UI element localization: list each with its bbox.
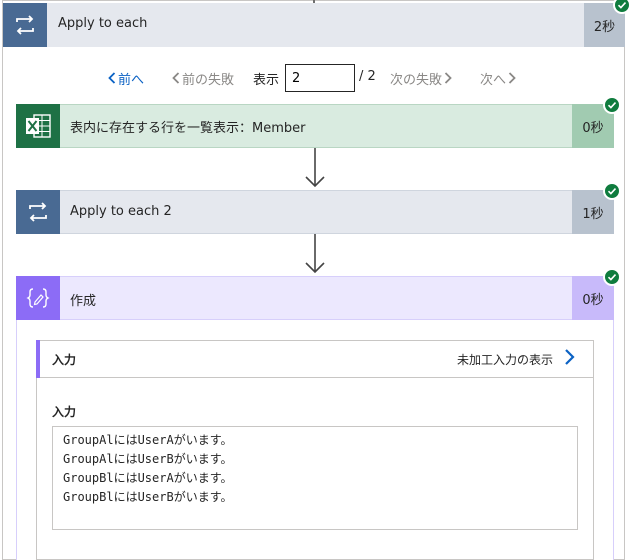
input-value-box[interactable]: GroupAlにはUserAがいます。 GroupAlにはUserBがいます。 …	[52, 426, 578, 530]
inputs-panel	[36, 340, 594, 560]
pager-show-label: 表示	[253, 73, 280, 88]
show-raw-inputs-link[interactable]: 未加工入力の表示	[457, 353, 554, 367]
loop-icon	[16, 190, 60, 234]
arrow-down-icon	[304, 234, 326, 280]
apply-to-each-2-title: Apply to each 2	[70, 204, 172, 219]
checkmark-icon	[603, 268, 621, 286]
apply-to-each-header[interactable]	[3, 3, 625, 47]
compose-action-title: 作成	[70, 294, 97, 309]
chevron-right-icon	[444, 72, 452, 88]
previous-failed-button[interactable]: 前の失敗	[170, 69, 234, 88]
connector-line	[313, 0, 315, 4]
checkmark-icon	[613, 0, 631, 14]
list-rows-action-duration: 0秒	[572, 104, 614, 148]
loop-icon	[3, 3, 47, 47]
pager-total: / 2	[359, 69, 376, 84]
previous-button[interactable]: 前へ	[106, 69, 144, 88]
list-rows-action-title: 表内に存在する行を一覧表示：Member	[70, 121, 306, 136]
chevron-right-icon	[508, 72, 516, 88]
inputs-section-title: 入力	[52, 353, 77, 367]
next-button[interactable]: 次へ	[480, 69, 518, 88]
compose-icon	[16, 276, 60, 320]
apply-to-each-title: Apply to each	[58, 16, 148, 31]
input-line: GroupBlにはUserBがいます。	[63, 490, 233, 504]
chevron-left-icon	[108, 72, 116, 88]
iteration-input[interactable]	[285, 64, 355, 92]
next-failed-button[interactable]: 次の失敗	[390, 69, 454, 88]
input-field-label: 入力	[52, 405, 77, 419]
excel-icon	[16, 104, 60, 148]
list-rows-action-card[interactable]	[16, 104, 614, 148]
input-line: GroupAlにはUserBがいます。	[63, 452, 233, 466]
inputs-header-accent	[36, 340, 40, 378]
input-line: GroupBlにはUserAがいます。	[63, 471, 233, 485]
inputs-header	[36, 340, 594, 378]
chevron-right-icon[interactable]	[563, 347, 575, 371]
apply-to-each-2-card[interactable]	[16, 190, 614, 234]
arrow-down-icon	[304, 148, 326, 194]
compose-action-card[interactable]	[16, 276, 614, 320]
input-line: GroupAlにはUserAがいます。	[63, 433, 233, 447]
checkmark-icon	[603, 182, 621, 200]
checkmark-icon	[603, 96, 621, 114]
compose-action-duration: 0秒	[572, 276, 614, 320]
chevron-left-icon	[172, 72, 180, 88]
